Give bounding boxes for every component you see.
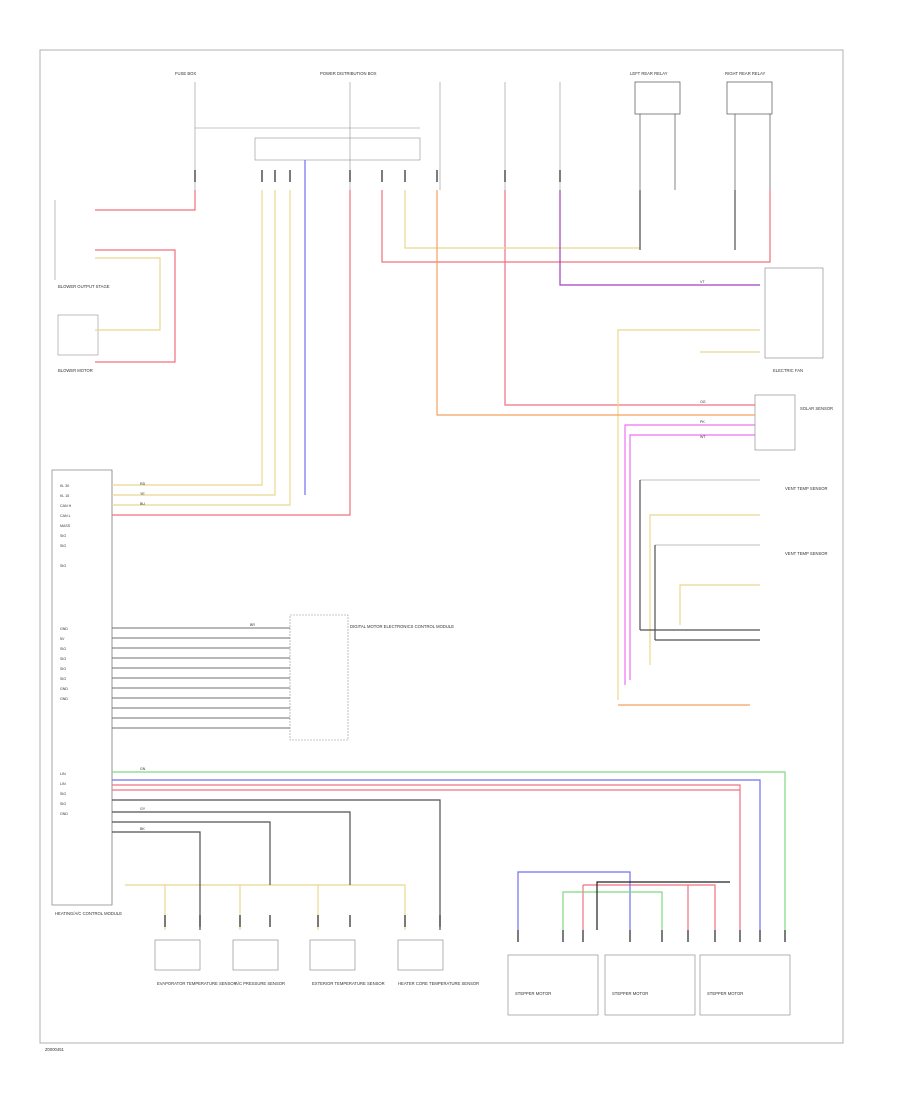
wire-yellow-8 <box>649 514 760 665</box>
wire-red-1 <box>95 190 196 211</box>
wire-green-2 <box>562 891 663 930</box>
relay-right-label: RIGHT REAR RELAY <box>725 71 766 76</box>
ac-pressure-label: A/C PRESSURE SENSOR <box>235 981 285 986</box>
stepper-1-label: STEPPER MOTOR <box>515 991 551 996</box>
wire-yellow-9 <box>679 584 760 625</box>
electric-fan-label: ELECTRIC FAN <box>773 368 803 373</box>
ihka-pin-3: CAN L <box>60 514 71 518</box>
wire-gray-3 <box>112 821 271 885</box>
ext-temp-label: EXTERIOR TEMPERATURE SENSOR <box>312 981 385 986</box>
ihka-label: HEATING/A/C CONTROL MODULE <box>55 911 122 916</box>
ihka-pin-10: SIG <box>60 647 66 651</box>
footer-code: Z0000451 <box>45 1047 65 1052</box>
blower-stage-group <box>54 200 99 356</box>
wire-yellow-1 <box>95 257 161 331</box>
wire-gray-2 <box>112 811 351 885</box>
wire-orange-1 <box>436 190 755 416</box>
ihka-pin-1: KL 15 <box>60 494 69 498</box>
wire-red-6 <box>112 784 741 930</box>
fuse-panel-label: FUSE BOX <box>175 71 196 76</box>
wire-pink-2 <box>629 434 755 680</box>
lower-pin-3: SIG <box>60 802 66 806</box>
lower-pin-0: LIN <box>60 772 66 776</box>
wire-red-5 <box>504 190 755 406</box>
stepper-3-label: STEPPER MOTOR <box>707 991 743 996</box>
wire-red-3 <box>112 190 351 516</box>
top-connector-row <box>194 82 561 190</box>
wire-pink-1 <box>624 424 755 685</box>
wire-red-2 <box>95 249 176 363</box>
vent-temp-1-label: VENT TEMP SENSOR <box>785 486 828 491</box>
wire-blue-3 <box>517 871 631 930</box>
right-blocks <box>640 267 824 546</box>
center-module-label: DIGITAL MOTOR ELECTRONICS CONTROL MODULE <box>350 624 454 629</box>
blower-stage-label: BLOWER OUTPUT STAGE <box>58 284 110 289</box>
ihka-pin-0: KL 30 <box>60 484 69 488</box>
wl-orange: OG <box>700 400 706 404</box>
solar-sensor-label: SOLAR SENSOR <box>800 406 833 411</box>
ihka-pin-8: GND <box>60 627 68 631</box>
wire-layer <box>95 160 786 930</box>
lower-pin-2: SIG <box>60 792 66 796</box>
bottom-components <box>154 939 791 1016</box>
wire-purple-1 <box>559 190 760 286</box>
connector-ticks <box>164 170 786 942</box>
wl-yellow: YE <box>140 492 145 496</box>
power-dist-label: POWER DISTRIBUTION BOX <box>320 71 377 76</box>
wl-pink: PK <box>700 420 705 424</box>
signal-bundle <box>112 627 290 729</box>
wire-gray-1 <box>112 799 441 930</box>
ihka-pin-labels: KL 30 KL 15 CAN H CAN L MASS SIG SIG SIG… <box>60 484 72 816</box>
wl-purple: VT <box>700 280 705 284</box>
diagram-border <box>39 49 844 1044</box>
wl-white: WT <box>700 435 706 439</box>
vent-temp-2-label: VENT TEMP SENSOR <box>785 551 828 556</box>
wire-yellow-6 <box>617 329 760 700</box>
center-module: DIGITAL MOTOR ELECTRONICS CONTROL MODULE <box>289 614 454 741</box>
wire-green-1 <box>112 771 786 930</box>
ihka-pin-9: 5V <box>60 637 65 641</box>
ihka-pin-12: SIG <box>60 667 66 671</box>
wire-black-1 <box>596 881 730 930</box>
upper-right-relays <box>634 81 773 190</box>
ihka-pin-2: CAN H <box>60 504 72 508</box>
wire-blue-2 <box>112 779 761 930</box>
wire-yellow-2 <box>112 190 263 486</box>
ihka-pin-14: GND <box>60 687 68 691</box>
lower-pin-1: LIN <box>60 782 66 786</box>
ihka-pin-11: SIG <box>60 657 66 661</box>
stepper-2-label: STEPPER MOTOR <box>612 991 648 996</box>
ihka-pin-13: SIG <box>60 677 66 681</box>
ihka-pin-5: SIG <box>60 534 66 538</box>
heater-sensor-label: HEATER CORE TEMPERATURE SENSOR <box>398 981 479 986</box>
wire-yellow-3 <box>112 190 276 496</box>
wire-yellow-4 <box>112 190 291 506</box>
wl-black: BK <box>140 827 145 831</box>
wire-red-8 <box>583 884 716 930</box>
wl-green: GN <box>140 767 146 771</box>
wl-red: RD <box>140 482 146 486</box>
lower-pin-4: GND <box>60 812 68 816</box>
wire-red-4 <box>381 190 771 263</box>
wl-brown: BR <box>250 623 255 627</box>
wl-blue: BU <box>140 502 145 506</box>
wire-yellow-5 <box>404 190 641 249</box>
ihka-pin-7: SIG <box>60 564 66 568</box>
blower-motor-label: BLOWER MOTOR <box>58 368 93 373</box>
evap-sensor-label: EVAPORATOR TEMPERATURE SENSOR <box>157 981 237 986</box>
ihka-pin-4: MASS <box>60 524 71 528</box>
ihka-pin-15: GND <box>60 697 68 701</box>
relay-left-label: LEFT REAR RELAY <box>630 71 668 76</box>
wire-yellow-10 <box>125 884 406 930</box>
wl-gray: GY <box>140 807 146 811</box>
ihka-pin-6: SIG <box>60 544 66 548</box>
wire-gray-4 <box>112 831 201 930</box>
wire-color-labels: RD YE BU OG VT PK GN GY BK BR WT <box>140 280 706 831</box>
